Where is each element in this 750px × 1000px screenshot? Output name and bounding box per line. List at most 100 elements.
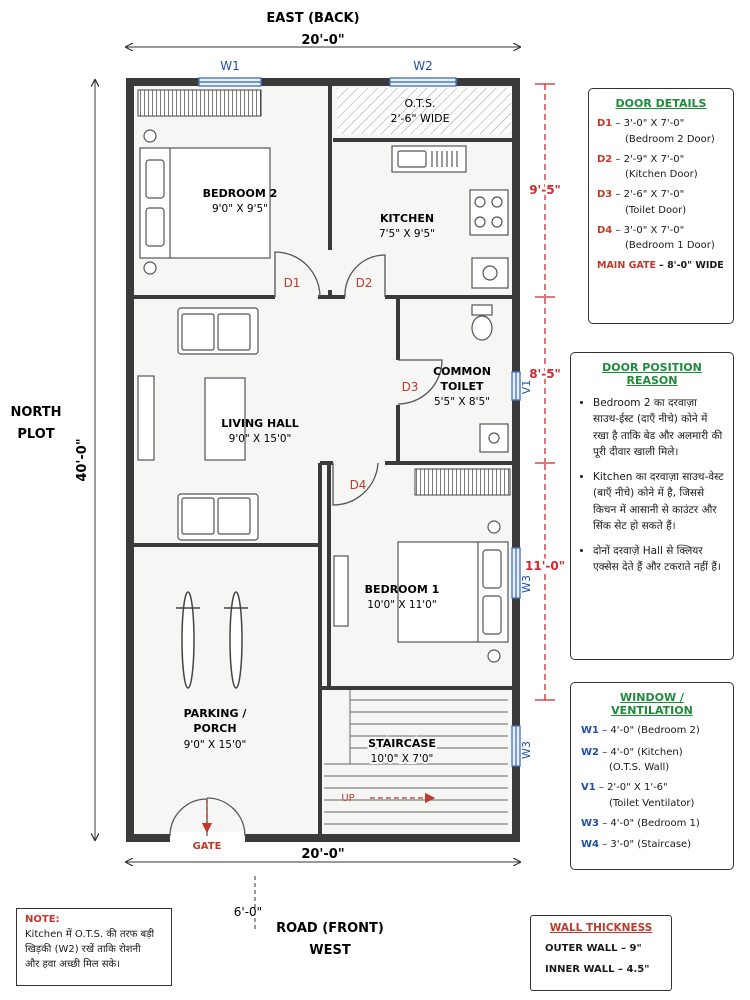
reason-item: दोनों दरवाज़े Hall से क्लियर एक्सेस देते… — [593, 543, 725, 576]
door-item: D1 – 3'-0" X 7'-0" (Bedroom 2 Door) — [597, 118, 725, 145]
window-code: W3 — [581, 817, 599, 829]
door-size: – 2'-9" X 7'-0" — [615, 153, 685, 165]
right-dimension-lines — [535, 83, 555, 701]
plot-label: PLOT — [17, 427, 54, 442]
staircase-name: STAIRCASE — [368, 737, 436, 750]
toilet-size: 5'5" X 8'5" — [434, 396, 490, 408]
window-code: W1 — [581, 725, 599, 736]
door-room: (Toilet Door) — [625, 204, 687, 216]
note-line: और हवा अच्छी मिल सके। — [25, 959, 120, 970]
reason-item: Kitchen का दरवाज़ा साउथ-वेस्ट (बाएँ नीचे… — [593, 469, 725, 534]
main-gate-row: MAIN GATE – 8'-0" WIDE — [597, 260, 725, 272]
gate-label: GATE — [193, 841, 222, 852]
living-furniture — [137, 307, 259, 541]
d1-label: D1 — [284, 276, 301, 290]
east-label: EAST (BACK) — [266, 11, 359, 26]
outer-walls — [126, 78, 520, 842]
window-sub: (Toilet Ventilator) — [609, 797, 695, 809]
window-panel: WINDOW / VENTILATION W1 – 4'-0" (Bedroom… — [570, 682, 734, 870]
parking-name-2: PORCH — [193, 722, 236, 735]
door-swings — [169, 251, 443, 837]
bed-bedroom2 — [139, 129, 271, 275]
main-gate-size: – 8'-0" WIDE — [659, 260, 724, 271]
window-item: W2 – 4'-0" (Kitchen) — [581, 747, 723, 760]
door-reason-panel: DOOR POSITION REASON Bedroom 2 का दरवाज़… — [570, 352, 734, 660]
note-panel: NOTE: Kitchen में O.T.S. की तरफ बड़ी खिड… — [16, 908, 172, 986]
w3-staircase-label: W3 — [520, 741, 533, 759]
inner-wall-row: INNER WALL – 4.5" — [545, 963, 650, 975]
bedroom1-size: 10'0" X 11'0" — [367, 599, 436, 611]
toilet-name-1: COMMON — [433, 365, 491, 378]
d4-label: D4 — [350, 478, 367, 492]
main-gate-code: MAIN GATE — [597, 260, 656, 271]
toilet-name-2: TOILET — [441, 380, 484, 393]
note-line: खिड़की (W2) रखें ताकि रोशनी — [25, 944, 141, 955]
window-item: W4 – 3'-0" (Staircase) — [581, 839, 723, 852]
door-details-panel: DOOR DETAILS D1 – 3'-0" X 7'-0" (Bedroom… — [588, 88, 734, 324]
window-size: – 3'-0" (Staircase) — [602, 839, 692, 850]
door-code: D2 — [597, 153, 613, 165]
parking-size: 9'0" X 15'0" — [184, 739, 247, 751]
wardrobe-bedroom1 — [414, 468, 511, 496]
right-dim-3: 11'-0" — [525, 559, 565, 573]
door-room: (Bedroom 1 Door) — [625, 240, 715, 251]
living-size: 9'0" X 15'0" — [229, 433, 292, 445]
outer-wall-row: OUTER WALL – 9" — [545, 943, 642, 954]
toilet-fixtures — [471, 304, 509, 453]
window-code: W2 — [581, 746, 599, 758]
inner-walls — [134, 84, 512, 836]
window-sub: (O.T.S. Wall) — [609, 762, 670, 773]
door-reason-title: DOOR POSITION REASON — [602, 361, 702, 387]
d3-label: D3 — [402, 380, 419, 394]
w1-label: W1 — [220, 59, 240, 73]
door-item: D4 – 3'-0" X 7'-0" (Bedroom 1 Door) — [597, 225, 725, 252]
door-code: D4 — [597, 224, 613, 236]
door-size: – 3'-0" X 7'-0" — [615, 224, 685, 236]
window-size: – 4'-0" (Bedroom 1) — [602, 817, 700, 829]
kitchen-name: KITCHEN — [380, 212, 434, 225]
note-title: NOTE: — [25, 914, 60, 925]
bedroom2-name: BEDROOM 2 — [203, 187, 278, 200]
door-details-title: DOOR DETAILS — [615, 97, 707, 110]
ots-name: O.T.S. — [404, 97, 435, 110]
parking-name-1: PARKING / — [184, 707, 248, 720]
window-size: – 4'-0" (Bedroom 2) — [602, 725, 700, 736]
w3-bedroom-label: W3 — [520, 575, 533, 593]
door-size: – 2'-6" X 7'-0" — [615, 189, 685, 200]
dimension-lines — [95, 47, 520, 930]
kitchen-counter — [391, 145, 509, 289]
window-code: W4 — [581, 839, 599, 850]
window-title: WINDOW / VENTILATION — [611, 691, 693, 717]
d2-label: D2 — [356, 276, 373, 290]
road-label: ROAD (FRONT) — [276, 921, 384, 936]
door-room: (Bedroom 2 Door) — [625, 133, 715, 145]
door-code: D1 — [597, 118, 613, 129]
bedroom2-size: 9'0" X 9'5" — [212, 203, 268, 215]
north-label: NORTH — [10, 405, 61, 420]
left-depth-dim: 40'-0" — [75, 438, 90, 481]
door-item: D3 – 2'-6" X 7'-0" (Toilet Door) — [597, 189, 725, 216]
stair-treads — [324, 690, 508, 825]
window-code: V1 — [581, 782, 596, 793]
staircase-size: 10'0" X 7'0" — [371, 753, 434, 765]
road-gap-dim: 6'-0" — [234, 905, 262, 919]
wall-thickness-title: WALL THICKNESS — [549, 922, 653, 934]
door-item: D2 – 2'-9" X 7'-0" (Kitchen Door) — [597, 154, 725, 181]
bed-bedroom1 — [333, 520, 509, 663]
parking-bikes — [176, 591, 248, 689]
v1-label: V1 — [520, 380, 533, 395]
window-item: W1 – 4'-0" (Bedroom 2) — [581, 725, 723, 738]
right-dim-1: 9'-5" — [529, 183, 561, 197]
kitchen-size: 7'5" X 9'5" — [379, 228, 435, 240]
up-label: UP — [341, 793, 354, 804]
note-line: Kitchen में O.T.S. की तरफ बड़ी — [25, 929, 155, 940]
right-dim-2: 8'-5" — [529, 367, 561, 381]
bottom-width-dim: 20'-0" — [301, 847, 344, 862]
window-item: V1 – 2'-0" X 1'-6" — [581, 782, 723, 795]
west-label: WEST — [309, 943, 351, 958]
window-size: – 2'-0" X 1'-6" — [598, 782, 668, 793]
wardrobe-bedroom2 — [137, 89, 262, 117]
window-size: – 4'-0" (Kitchen) — [602, 746, 683, 758]
